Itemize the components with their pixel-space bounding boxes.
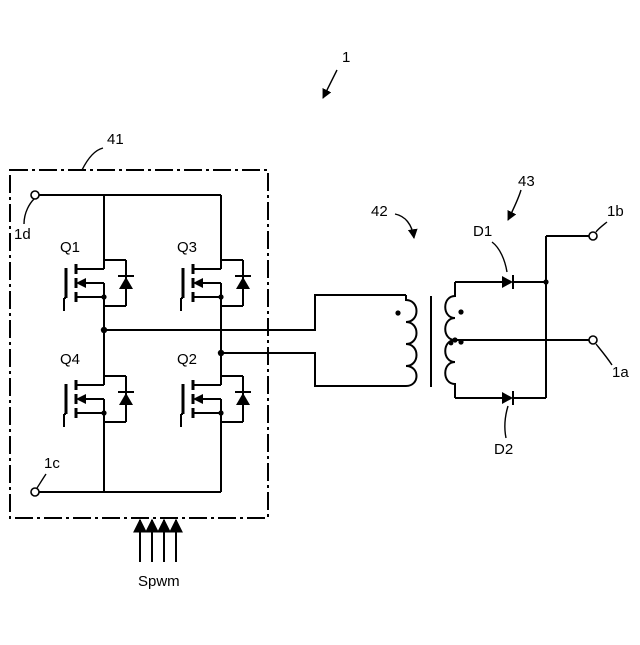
terminal-1d-leader	[24, 199, 34, 224]
primary-dot	[395, 310, 400, 315]
inverter-block: 41 1d 1c	[10, 131, 268, 518]
d2-label: D2	[494, 441, 513, 458]
device-leader-arrow	[323, 70, 337, 98]
terminal-1a-leader	[596, 344, 612, 365]
q2-label: Q2	[177, 351, 197, 368]
diode-d1	[502, 276, 513, 288]
mosfet-q1: Q1	[60, 239, 134, 311]
terminal-1a-label: 1a	[612, 364, 629, 381]
rectifier: 43 D1 D2 1b 1a	[452, 173, 629, 458]
spwm-label: Spwm	[138, 573, 180, 590]
transformer: 42	[371, 203, 464, 398]
device-label: 1	[342, 49, 350, 66]
inverter-leader	[82, 148, 103, 170]
terminal-1b-leader	[596, 222, 607, 232]
transformer-label: 42	[371, 203, 388, 220]
q1-label: Q1	[60, 239, 80, 256]
secondary-winding-lower	[445, 340, 455, 398]
spwm-inputs: Spwm	[138, 520, 180, 590]
q3-label: Q3	[177, 239, 197, 256]
inverter-label: 41	[107, 131, 124, 148]
d1-label: D1	[473, 223, 492, 240]
device-reference: 1	[323, 49, 350, 98]
secondary-dot-center	[449, 341, 454, 346]
secondary-dot-upper	[458, 309, 463, 314]
terminal-1d	[31, 191, 39, 199]
terminal-1c-leader	[37, 474, 46, 488]
mosfet-q3: Q3	[177, 239, 251, 311]
diode-d2	[502, 392, 513, 404]
terminal-1a	[589, 336, 597, 344]
q4-label: Q4	[60, 351, 80, 368]
rectifier-label: 43	[518, 173, 535, 190]
primary-wiring	[104, 295, 406, 386]
primary-winding	[406, 295, 417, 386]
terminal-1d-label: 1d	[14, 226, 31, 243]
terminal-1c-label: 1c	[44, 455, 60, 472]
secondary-winding-upper	[445, 282, 455, 340]
terminal-1c	[31, 488, 39, 496]
terminal-1b	[589, 232, 597, 240]
transformer-leader-arrow	[395, 214, 414, 238]
mosfet-q2: Q2	[177, 351, 251, 427]
mosfet-q4: Q4	[60, 351, 134, 427]
rectifier-leader-arrow	[508, 190, 521, 220]
d1-leader	[492, 242, 507, 272]
d2-leader	[505, 406, 508, 438]
terminal-1b-label: 1b	[607, 203, 624, 220]
